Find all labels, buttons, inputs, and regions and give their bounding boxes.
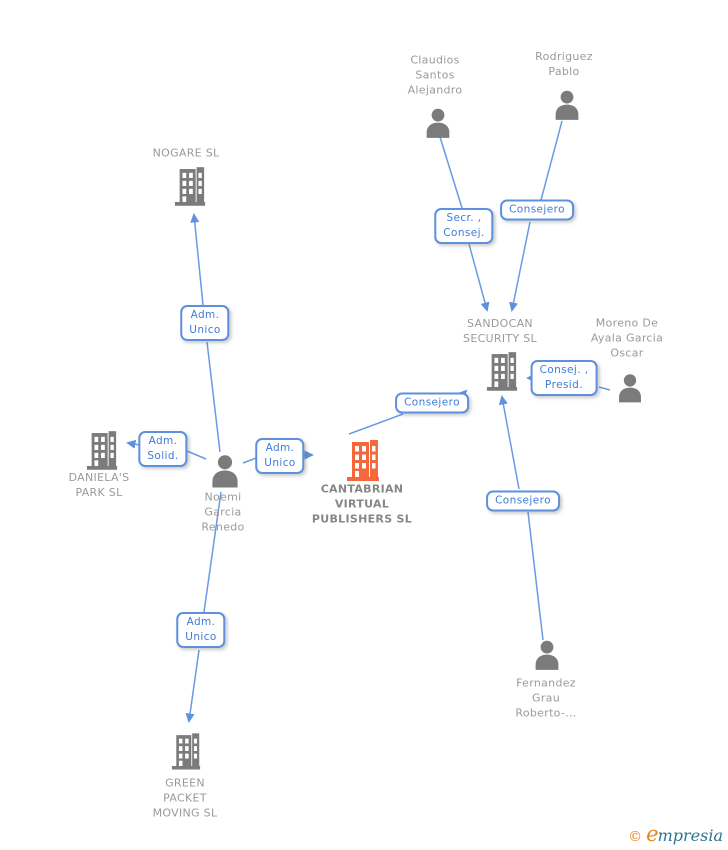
copyright-icon: © <box>628 829 643 845</box>
person-noemi-icon[interactable] <box>210 455 241 488</box>
edge-consejero-top-sandocan <box>509 221 531 312</box>
person-moreno-label[interactable]: Moreno De Ayala Garcia Oscar <box>590 316 664 360</box>
company-cantabrian-label[interactable]: CANTABRIAN VIRTUAL PUBLISHERS SL <box>311 482 413 526</box>
company-greenpacket-icon[interactable] <box>171 732 201 770</box>
relation-adm-solid: Adm. Solid. <box>138 431 188 467</box>
person-noemi-label[interactable]: Noemi Garcia Renedo <box>201 490 245 534</box>
edge-moreno-consej-presid <box>598 386 611 391</box>
edge-noemi-adm-solid <box>186 450 207 460</box>
company-sandocan-label[interactable]: SANDOCAN SECURITY SL <box>463 317 537 345</box>
edge-noemi-adm-unico-bottom <box>203 491 222 613</box>
relation-consejero-bottom: Consejero <box>486 490 560 512</box>
edge-secr-consej-sandocan <box>468 243 490 312</box>
relation-secr-consej: Secr. , Consej. <box>434 208 494 244</box>
company-greenpacket-label[interactable]: GREEN PACKET MOVING SL <box>152 776 218 820</box>
edge-cantabrian-consejero-center <box>348 413 404 435</box>
person-rodriguez-label[interactable]: Rodriguez Pablo <box>535 50 593 78</box>
company-nogare-label[interactable]: NOGARE SL <box>152 146 220 160</box>
company-sandocan-icon[interactable] <box>486 351 518 391</box>
empresia-watermark: © e mpresia <box>628 822 723 846</box>
person-claudios-label[interactable]: Claudios Santos Alejandro <box>407 53 463 97</box>
empresia-logo-text: mpresia <box>657 826 723 845</box>
edge-adm-solid-danielas <box>126 439 141 449</box>
edge-fernandez-consejero-bottom <box>527 511 544 641</box>
person-fernandez-icon[interactable] <box>533 640 561 670</box>
edge-consejero-bottom-sandocan <box>498 395 520 490</box>
empresia-logo-initial: e <box>646 822 659 846</box>
relation-adm-unico-top: Adm. Unico <box>180 305 230 341</box>
edge-claudios-secr-consej <box>439 136 463 209</box>
relation-adm-unico-center: Adm. Unico <box>255 438 305 474</box>
person-rodriguez-icon[interactable] <box>553 90 581 120</box>
company-cantabrian-icon[interactable] <box>346 439 380 481</box>
relation-consejero-top: Consejero <box>500 199 574 221</box>
person-claudios-icon[interactable] <box>424 108 452 138</box>
edge-rodriguez-consejero-top <box>540 120 563 201</box>
company-danielas-icon[interactable] <box>86 430 118 470</box>
person-fernandez-label[interactable]: Fernandez Grau Roberto-... <box>515 676 577 720</box>
edge-noemi-adm-unico-center <box>242 457 257 464</box>
relation-consej-presid: Consej. , Presid. <box>530 360 598 396</box>
person-moreno-icon[interactable] <box>617 374 644 403</box>
edge-adm-unico-bottom-greenpacket <box>185 649 200 723</box>
relation-consejero-center: Consejero <box>395 392 469 414</box>
company-nogare-icon[interactable] <box>174 166 206 206</box>
relation-adm-unico-bottom: Adm. Unico <box>176 612 226 648</box>
edge-noemi-adm-unico-top <box>206 341 221 453</box>
edge-adm-unico-top-nogare <box>190 213 204 306</box>
company-danielas-label[interactable]: DANIELA'S PARK SL <box>68 471 130 499</box>
